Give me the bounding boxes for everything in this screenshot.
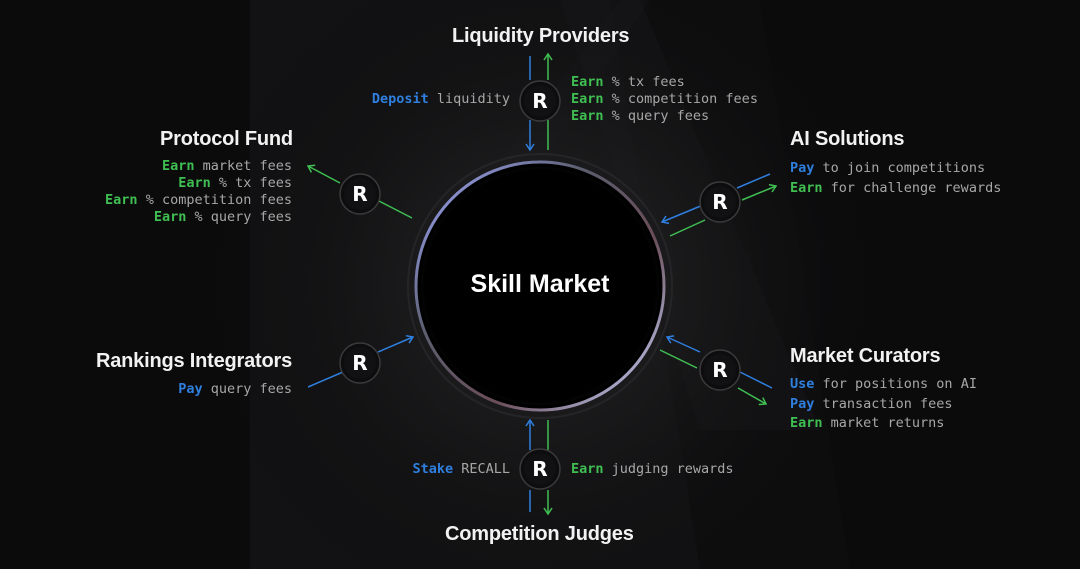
keyword: Earn [571, 108, 604, 124]
competition-judges-title: Competition Judges [445, 523, 634, 545]
desc: market returns [822, 415, 945, 431]
desc: % competition fees [603, 91, 758, 107]
lp-earn-line-3: Earn % query fees [571, 108, 758, 125]
mc-earn-tail [659, 349, 698, 369]
ai-pay-tail [736, 173, 771, 189]
ri-pay-tail [307, 371, 344, 388]
rankings-integrators-logo-icon: R [339, 342, 381, 384]
keyword: Pay [790, 395, 815, 412]
mc-use-arrow [665, 335, 701, 353]
competition-judges-stake: Stake RECALL [360, 461, 510, 478]
pf-line-2: Earn % tx fees [60, 175, 292, 192]
ri-pay-arrow [377, 334, 415, 353]
rankings-integrators-lines: Pay query fees [92, 381, 292, 398]
logo-letter: R [532, 457, 547, 481]
keyword: Earn [571, 91, 604, 107]
ai-earn-arrow [741, 183, 778, 201]
pf-line-4: Earn % query fees [60, 209, 292, 226]
keyword: Earn [790, 415, 823, 431]
desc: % query fees [603, 108, 710, 124]
ai-solutions-title: AI Solutions [790, 128, 905, 150]
desc: RECALL [453, 461, 510, 477]
ri-line-1: Pay query fees [92, 381, 292, 398]
cj-stake-line: Stake RECALL [360, 461, 510, 478]
desc: % tx fees [603, 74, 685, 90]
mc-earn-arrow [737, 387, 768, 406]
keyword: Earn [153, 209, 187, 225]
liquidity-providers-deposit: Deposit liquidity [340, 91, 510, 108]
liquidity-providers-earnings: Earn % tx fees Earn % competition fees E… [571, 74, 758, 125]
ai-line-2: Earn for challenge rewards [790, 179, 1001, 199]
competition-judges-earn: Earn judging rewards [571, 461, 734, 478]
keyword: Earn [571, 461, 604, 477]
desc: for positions on AI [814, 376, 977, 392]
keyword: Deposit [371, 91, 429, 107]
pf-earn-arrow [306, 164, 341, 184]
logo-letter: R [712, 190, 727, 214]
ai-line-1: Pay to join competitions [790, 159, 1001, 179]
keyword: Earn [790, 179, 823, 196]
competition-judges-logo-icon: R [519, 448, 561, 490]
desc: % tx fees [210, 175, 292, 191]
liquidity-providers-title: Liquidity Providers [452, 25, 630, 47]
desc: transaction fees [814, 395, 953, 412]
desc: for challenge rewards [822, 179, 1002, 196]
protocol-fund-lines: Earn market fees Earn % tx fees Earn % c… [60, 158, 292, 226]
cj-earn-line: Earn judging rewards [571, 461, 734, 478]
rankings-integrators-title: Rankings Integrators [96, 350, 293, 372]
market-curators-title: Market Curators [790, 345, 941, 367]
skill-market-label: Skill Market [470, 270, 610, 298]
keyword: Pay [790, 160, 815, 176]
desc: market fees [194, 158, 292, 174]
logo-letter: R [712, 358, 727, 382]
market-curators-logo-icon: R [699, 349, 741, 391]
pf-line-1: Earn market fees [60, 158, 292, 175]
desc: liquidity [428, 91, 510, 107]
logo-letter: R [352, 182, 367, 206]
ai-solutions-logo-icon: R [699, 181, 741, 223]
market-curators-lines: Use for positions on AI Pay transaction … [790, 375, 977, 434]
logo-letter: R [532, 89, 547, 113]
mc-line-3: Earn market returns [790, 414, 977, 434]
desc: % query fees [186, 209, 292, 225]
keyword: Earn [105, 192, 138, 208]
ai-pay-arrow [660, 204, 704, 225]
logo-letter: R [352, 351, 367, 375]
lp-earn-line-2: Earn % competition fees [571, 91, 758, 108]
desc: to join competitions [814, 160, 986, 176]
ai-earn-tail [669, 219, 706, 237]
protocol-fund-logo-icon: R [339, 173, 381, 215]
pf-earn-tail [376, 199, 413, 219]
mc-line-2: Pay transaction fees [790, 395, 977, 415]
pf-line-3: Earn % competition fees [60, 192, 292, 209]
keyword: Earn [161, 158, 195, 174]
mc-use-tail [739, 371, 773, 389]
lp-earn-line-1: Earn % tx fees [571, 74, 758, 91]
desc: judging rewards [603, 461, 734, 477]
keyword: Earn [178, 175, 211, 191]
protocol-fund-title: Protocol Fund [160, 128, 293, 150]
ai-solutions-lines: Pay to join competitions Earn for challe… [790, 159, 1001, 198]
desc: % competition fees [137, 192, 292, 208]
keyword: Earn [571, 74, 604, 90]
lp-deposit-line: Deposit liquidity [340, 91, 510, 108]
liquidity-providers-logo-icon: R [519, 80, 561, 122]
keyword: Pay [178, 381, 203, 397]
keyword: Use [790, 376, 815, 392]
desc: query fees [202, 381, 292, 397]
mc-line-1: Use for positions on AI [790, 375, 977, 395]
keyword: Stake [412, 461, 454, 477]
